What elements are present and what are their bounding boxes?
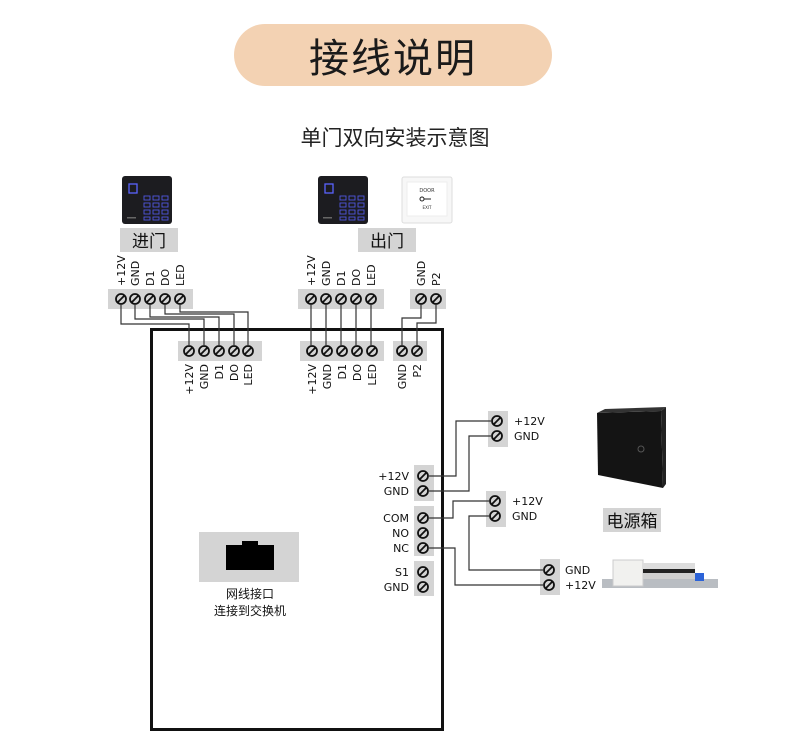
controller-board	[150, 328, 444, 731]
page-title: 接线说明	[309, 36, 477, 82]
svg-text:+12V: +12V	[305, 255, 318, 286]
controller-relay-pin-label: COM	[383, 512, 409, 525]
exit-card-reader-icon	[317, 175, 369, 225]
svg-text:+12V: +12V	[306, 364, 319, 395]
svg-text:DO: DO	[228, 364, 241, 381]
svg-text:D1: D1	[335, 271, 348, 286]
svg-text:DOOR: DOOR	[419, 188, 435, 194]
controller-button-pin-labels: GND P2	[396, 364, 424, 389]
controller-sensor-pin-label: S1	[395, 566, 409, 579]
svg-text:GND: GND	[321, 364, 334, 389]
psu-output2-pin-label: GND	[512, 510, 537, 523]
ethernet-port-icon	[226, 541, 274, 570]
lock-pin-label: +12V	[565, 579, 596, 592]
psu-output1-pin-label: +12V	[514, 415, 545, 428]
exit-button-icon: DOOR EXIT	[401, 176, 453, 224]
svg-text:LED: LED	[174, 264, 187, 286]
svg-text:DO: DO	[159, 269, 172, 286]
exit-button-wires	[401, 304, 437, 346]
power-and-lock-wires	[428, 420, 544, 586]
exit-label-box	[358, 228, 416, 252]
svg-text:LED: LED	[242, 364, 255, 386]
lock-pin-label: GND	[565, 564, 590, 577]
svg-text:DO: DO	[350, 269, 363, 286]
exit-button-pin-labels: GND P2	[415, 261, 443, 286]
svg-text:LED: LED	[366, 364, 379, 386]
svg-text:GND: GND	[129, 261, 142, 286]
svg-text:LED: LED	[365, 264, 378, 286]
psu-output1-pin-label: GND	[514, 430, 539, 443]
entry-reader-wires	[120, 304, 249, 346]
svg-text:D1: D1	[144, 271, 157, 286]
controller-power-pin-label: GND	[384, 485, 409, 498]
svg-text:D1: D1	[213, 364, 226, 379]
controller-power-pin-label: +12V	[378, 470, 409, 483]
psu-output2-pin-label: +12V	[512, 495, 543, 508]
controller-sensor-pin-label: GND	[384, 581, 409, 594]
entry-reader-label: 进门	[132, 232, 166, 252]
power-box-label: 电源箱	[607, 512, 658, 532]
exit-reader-wires	[310, 304, 372, 346]
network-port-label-2: 连接到交换机	[214, 603, 286, 618]
diagram-subtitle: 单门双向安装示意图	[300, 126, 490, 150]
svg-text:+12V: +12V	[183, 364, 196, 395]
svg-text:GND: GND	[320, 261, 333, 286]
entry-reader-pin-labels: +12V GND D1 DO LED	[115, 255, 187, 286]
svg-text:GND: GND	[396, 364, 409, 389]
entry-label-box	[120, 228, 178, 252]
svg-text:GND: GND	[415, 261, 428, 286]
exit-reader-pin-labels: +12V GND D1 DO LED	[305, 255, 378, 286]
power-supply-box-icon	[597, 407, 666, 488]
network-port-label-1: 网线接口	[226, 586, 274, 601]
controller-relay-pin-label: NC	[393, 542, 409, 555]
entry-card-reader-icon	[121, 175, 173, 225]
svg-text:P2: P2	[411, 364, 424, 378]
svg-text:D1: D1	[336, 364, 349, 379]
power-box-label-box	[603, 508, 661, 532]
svg-text:EXIT: EXIT	[423, 205, 432, 210]
electric-lock-icon	[602, 559, 718, 588]
controller-reader2-pin-labels: +12V GND D1 DO LED	[306, 364, 379, 395]
svg-text:GND: GND	[198, 364, 211, 389]
exit-reader-label: 出门	[370, 232, 404, 252]
title-banner: 接线说明	[234, 24, 552, 86]
svg-text:DO: DO	[351, 364, 364, 381]
svg-text:+12V: +12V	[115, 255, 128, 286]
controller-relay-pin-label: NO	[392, 527, 409, 540]
controller-reader1-pin-labels: +12V GND D1 DO LED	[183, 364, 255, 395]
svg-text:P2: P2	[430, 272, 443, 286]
